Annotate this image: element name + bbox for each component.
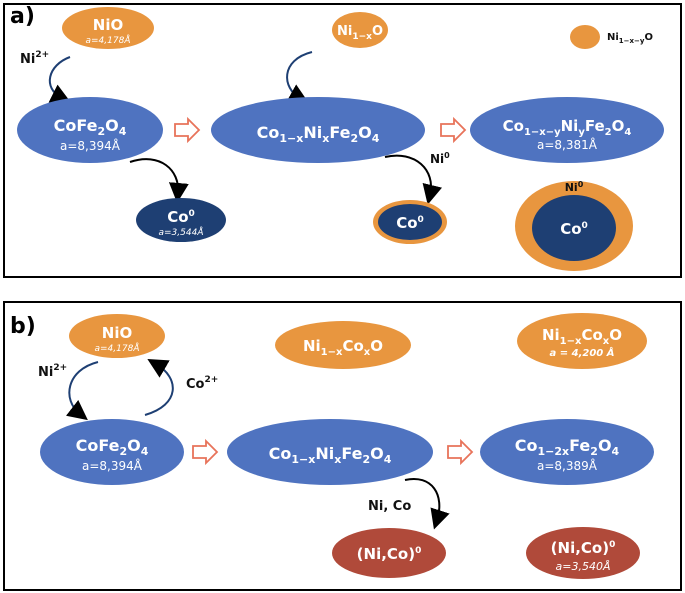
process-arrow-a2 [440, 116, 467, 144]
co12xfe2o4-ellipse-b [480, 419, 654, 485]
co-exchange-arrow-b [144, 358, 174, 416]
nico0-param-right-b: a=3,540Å [556, 560, 611, 573]
ni2-ion-label-b: Ni2+ [38, 363, 67, 380]
co0-param-a: a=3,544Å [159, 226, 204, 238]
ni2-ion-label-a: Ni2+ [20, 50, 49, 67]
ni1xcoxo-ellipse-mid-b [275, 321, 411, 369]
co1xnixfe2o4-label-a: Co1−xNixFe2O4 [257, 123, 380, 145]
nico0-label-left-b: (Ni,Co)0 [357, 545, 422, 563]
panel-a-label: a) [10, 4, 35, 29]
co12xfe2o4-label-b: Co1−2xFe2O4 [515, 436, 620, 458]
co0-shell-label-a: Co0 [396, 214, 424, 232]
ni0-shell-label-a: Ni0 [565, 180, 584, 194]
ni1xcoxo-ellipse-right-b [517, 313, 647, 369]
process-arrow-a1 [174, 116, 201, 144]
co1xnixfe2o4-ellipse-b [227, 419, 433, 485]
ni0-arrow-label-a: Ni0 [430, 151, 450, 166]
cofe2o4-ellipse-a [17, 97, 163, 163]
process-arrow-b1 [192, 438, 219, 466]
panel-b-frame [3, 301, 682, 591]
nio-ellipse-a [62, 7, 154, 49]
exsolution-arrow-a2 [384, 154, 443, 205]
nio-param-a: a=4,178Å [86, 34, 131, 46]
ni1xcoxo-label-mid-b: Ni1−xCoxO [303, 337, 383, 358]
co1xynixfe2o4-param-a: a=8,381Å [537, 137, 598, 152]
co0-label-a: Co0 [167, 208, 195, 226]
co0-core-thin-a [378, 204, 442, 240]
nico0-ellipse-right-b [526, 527, 640, 579]
panel-a-frame [3, 3, 682, 278]
cofe2o4-label-b: CoFe2O4 [76, 436, 149, 458]
nico0-ellipse-left-b [332, 528, 446, 578]
incorporation-arrow-a [48, 56, 71, 103]
cofe2o4-ellipse-b [40, 419, 184, 485]
co0-ellipse-a [136, 198, 226, 242]
ni1xcoxo-param-right-b: a = 4,200 Å [550, 346, 615, 359]
nio-label-a: NiO [93, 16, 123, 34]
co0-core-thick-a [532, 195, 616, 261]
nico0-label-right-b: (Ni,Co)0 [551, 539, 616, 557]
cofe2o4-param-b: a=8,394Å [82, 458, 143, 473]
ni-incorporation-arrow-b [65, 361, 99, 421]
incorporation-arrow-a2 [286, 51, 313, 103]
co0-core-label-a: Co0 [560, 220, 588, 238]
cofe2o4-param-a: a=8,394Å [60, 138, 121, 153]
panel-b-label: b) [10, 314, 36, 339]
process-arrow-b2 [447, 438, 474, 466]
ni1xcoxo-label-right-b: Ni1−xCoxO [542, 326, 622, 347]
co1xnixfe2o4-ellipse-a [211, 97, 425, 163]
ni1xyo-legend-label-a: Ni1−x−yO [607, 32, 653, 45]
cofe2o4-label-a: CoFe2O4 [54, 116, 127, 138]
ni1xyo-legend-dot-a [570, 25, 600, 49]
co12xfe2o4-param-b: a=8,389Å [537, 458, 598, 473]
nio-label-b: NiO [102, 324, 132, 342]
nio-ellipse-b [69, 314, 165, 358]
co1xynixfe2o4-label-a: Co1−x−yNiyFe2O4 [503, 117, 632, 138]
co2-ion-label-b: Co2+ [186, 375, 218, 392]
co1xynixfe2o4-ellipse-a [470, 97, 664, 163]
nio-param-b: a=4,178Å [95, 342, 140, 354]
ni1xo-label-a: Ni1−xO [337, 24, 383, 42]
nico-arrow-label-b: Ni, Co [368, 499, 411, 514]
exsolution-arrow-a [129, 158, 189, 203]
ni1xo-ellipse-a [332, 12, 388, 48]
exsolution-arrow-b [404, 477, 450, 530]
co1xnixfe2o4-label-b: Co1−xNixFe2O4 [269, 444, 392, 466]
